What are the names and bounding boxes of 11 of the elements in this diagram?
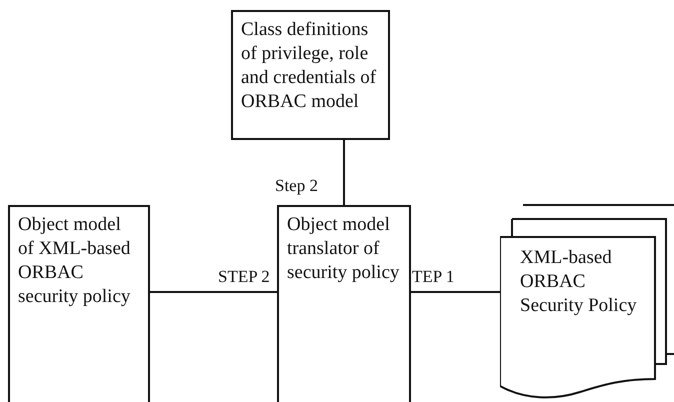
process-box bbox=[231, 10, 390, 140]
node-text: Object model of XML-based ORBAC security policy bbox=[18, 213, 132, 309]
node-text: Class definitions of privilege, role and credentials of ORBAC model bbox=[241, 18, 378, 114]
node-text: Object model translator of security policy bbox=[287, 213, 400, 285]
connector-line bbox=[150, 291, 277, 293]
node-text: XML-based ORBAC Security Policy bbox=[520, 246, 638, 318]
connector-line bbox=[343, 140, 345, 205]
process-box bbox=[277, 205, 411, 402]
connector-line bbox=[411, 291, 500, 293]
process-box bbox=[8, 205, 150, 402]
edge-label: Step 2 bbox=[274, 177, 319, 195]
